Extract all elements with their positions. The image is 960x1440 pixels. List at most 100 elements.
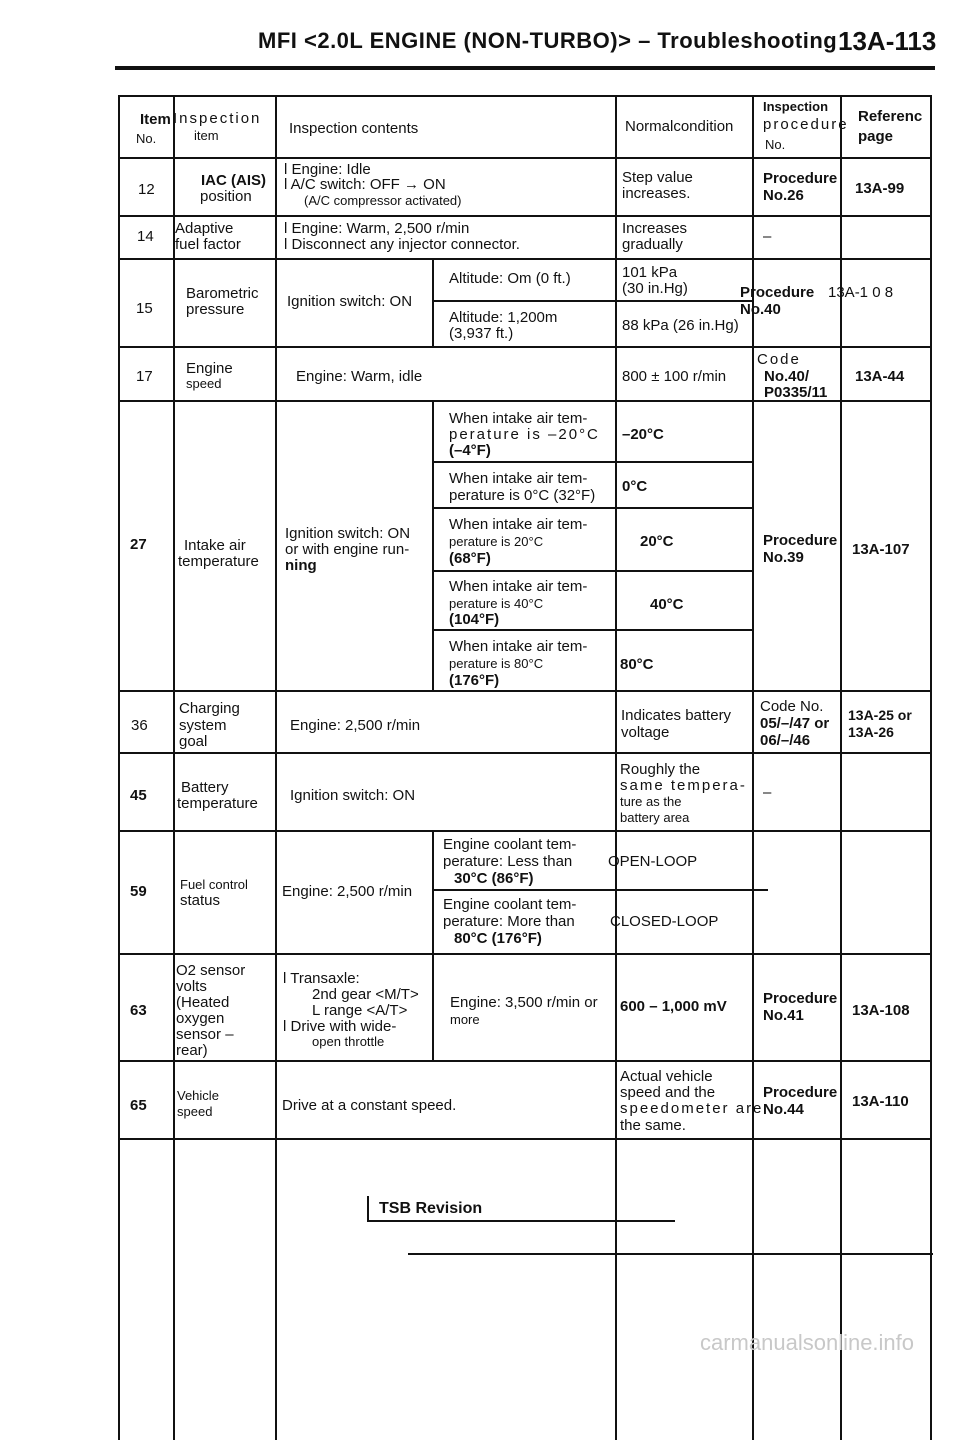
row-normal: Roughly the [620, 761, 701, 778]
row-sub-cond: 30°C (86°F) [454, 870, 534, 887]
row-contents: or with engine run- [285, 541, 410, 558]
row-sub-normal: 40°C [650, 596, 684, 613]
row-sub-normal: 0°C [622, 478, 648, 495]
grid-line [615, 95, 617, 1440]
grid-line [275, 95, 277, 1440]
col-inspection-item: Inspection [173, 110, 262, 127]
tsb-revision-label: TSB Revision [379, 1200, 483, 1217]
row-procedure: – [763, 228, 772, 245]
page-title: MFI <2.0L ENGINE (NON-TURBO)> – Troubles… [258, 28, 838, 53]
row-procedure: No.44 [763, 1101, 804, 1118]
row-item: Barometric [186, 285, 259, 302]
grid-line [118, 95, 120, 1440]
row-item: sensor – [176, 1026, 234, 1043]
row-sub-normal: 88 kPa (26 in.Hg) [622, 317, 739, 334]
row-contents: l A/C switch: OFF → ON [284, 176, 446, 193]
row-sub-normal: 101 kPa [622, 264, 678, 281]
row-contents: Engine: Warm, idle [296, 368, 423, 385]
row-reference: 13A-110 [852, 1093, 909, 1110]
row-sub-cond: When intake air tem- [449, 516, 588, 533]
row-item: rear) [176, 1042, 208, 1059]
row-sub-cond: perature is –20°C [449, 426, 600, 443]
row-normal: Increases [622, 220, 688, 237]
row-item: speed [177, 1104, 213, 1119]
col-procedure: Inspection [763, 99, 829, 114]
grid-line [118, 215, 932, 217]
row-no: 63 [130, 1002, 147, 1019]
grid-line [118, 752, 932, 754]
row-no: 59 [130, 883, 147, 900]
row-item: temperature [178, 553, 259, 570]
row-sub-cond: Altitude: 1,200m [449, 309, 558, 326]
row-sub-cond: When intake air tem- [449, 638, 588, 655]
row-sub-normal: CLOSED-LOOP [610, 913, 719, 930]
row-contents: Ignition switch: ON [290, 787, 416, 804]
row-normal: speed and the [620, 1084, 716, 1101]
row-normal: voltage [621, 724, 670, 741]
row-item: speed [186, 376, 222, 391]
row-procedure: Procedure [763, 1084, 838, 1101]
row-item: position [200, 188, 252, 205]
row-item: status [180, 892, 221, 909]
row-procedure: 06/–/46 [760, 732, 811, 749]
col-procedure-no: No. [765, 137, 786, 152]
row-contents: l Drive with wide- [283, 1018, 397, 1035]
row-item: (Heated [176, 994, 230, 1011]
grid-line [432, 629, 752, 631]
grid-line [118, 346, 932, 348]
row-contents: Drive at a constant speed. [282, 1097, 457, 1114]
grid-line [432, 507, 752, 509]
col-inspection-contents: Inspection contents [289, 120, 419, 137]
row-contents: (A/C compressor activated) [304, 193, 462, 208]
row-contents: l Transaxle: [283, 970, 360, 987]
row-item: temperature [177, 795, 258, 812]
row-normal: speedometer are [620, 1100, 764, 1117]
grid-line [752, 95, 754, 1440]
col-normal-condition: Normalcondition [625, 118, 734, 135]
row-sub-cond: (104°F) [449, 611, 500, 628]
row-reference: 13A-99 [855, 180, 905, 197]
grid-line [432, 400, 434, 690]
header-rule [115, 66, 935, 70]
col-item-no: Item [140, 111, 171, 128]
row-item: Adaptive [175, 220, 234, 237]
footer-rule [408, 1253, 933, 1255]
grid-line [118, 157, 932, 159]
row-procedure: P0335/11 [764, 384, 828, 401]
row-procedure: Procedure [763, 532, 838, 549]
row-contents: l Engine: Idle [284, 161, 371, 178]
grid-line [432, 258, 434, 346]
col-reference-sub: page [858, 128, 894, 145]
row-procedure: Code [757, 351, 801, 368]
row-item: Engine [186, 360, 233, 377]
row-sub-cond: Engine coolant tem- [443, 836, 577, 853]
grid-line [118, 400, 932, 402]
row-no: 27 [130, 536, 147, 553]
row-normal: ture as the [620, 794, 682, 809]
grid-line [840, 95, 842, 1440]
page-number: 13A-113 [838, 26, 937, 56]
row-sub-cond: Altitude: Om (0 ft.) [449, 270, 571, 287]
row-item: volts [176, 978, 207, 995]
row-contents: Engine: 2,500 r/min [282, 883, 413, 900]
row-contents: open throttle [312, 1034, 385, 1049]
col-item-no-sub: No. [136, 131, 157, 146]
row-normal: increases. [622, 185, 691, 202]
row-reference: 13A-25 or 13A-26 [848, 707, 912, 740]
grid-line [118, 1060, 932, 1062]
row-normal: same tempera- [620, 777, 747, 794]
col-reference: Referenc [858, 108, 923, 125]
row-contents: Ignition switch: ON [285, 525, 411, 542]
row-procedure: 05/–/47 or [760, 715, 830, 732]
col-procedure-sub: procedure [763, 116, 849, 133]
grid-line [432, 300, 752, 302]
row-sub-normal: OPEN-LOOP [608, 853, 698, 870]
row-contents: L range <A/T> [312, 1002, 408, 1019]
grid-line [118, 953, 932, 955]
row-procedure: – [763, 784, 772, 801]
row-item: oxygen [176, 1010, 225, 1027]
row-item: O2 sensor [176, 962, 246, 979]
row-item: goal [179, 733, 208, 750]
row-reference: 13A-108 [852, 1002, 910, 1019]
row-sub-cond: perature is 40°C [449, 596, 544, 611]
